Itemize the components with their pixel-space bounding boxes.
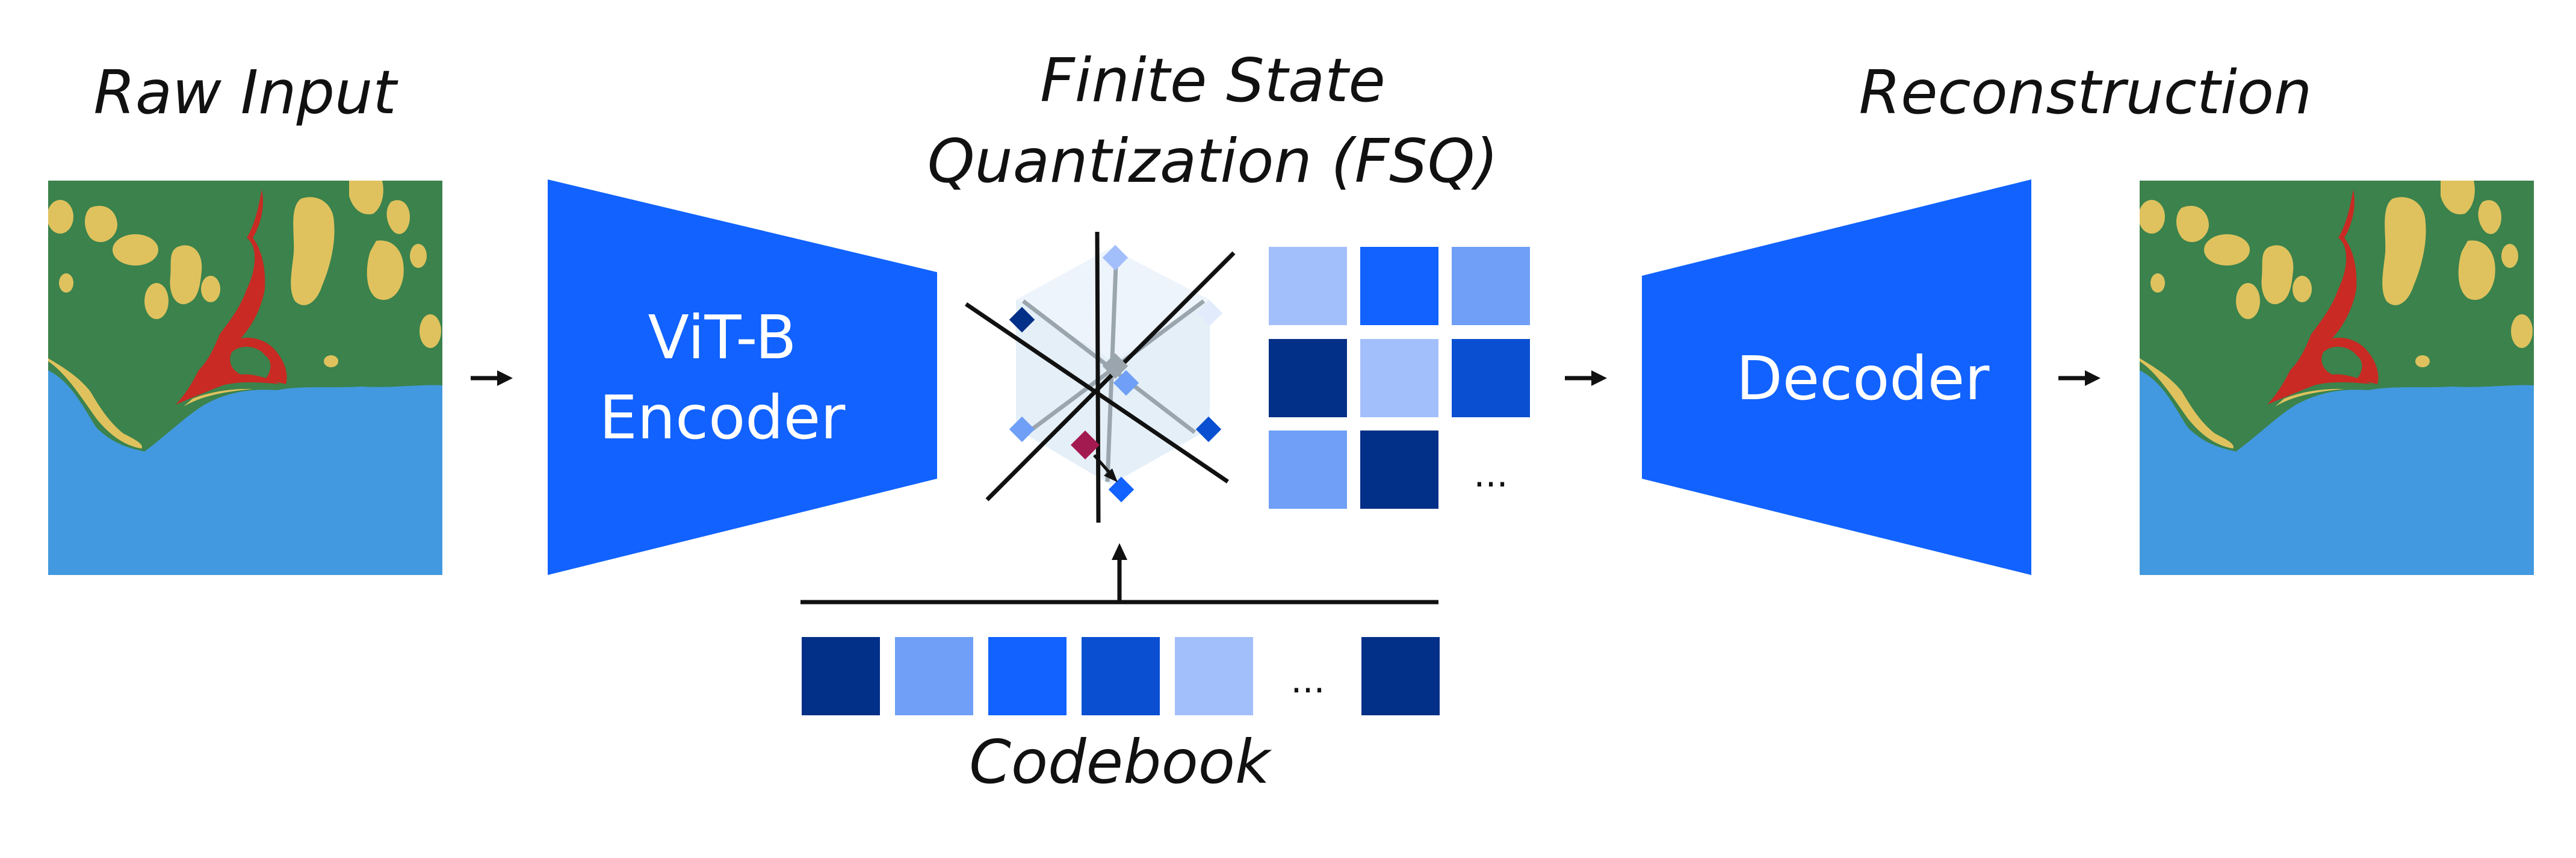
codebook-ellipsis: ... bbox=[1290, 659, 1325, 701]
fsq-axis-black-1 bbox=[1095, 231, 1101, 523]
fsq-quantization-diagram bbox=[965, 231, 1236, 523]
raw-input-title: Raw Input bbox=[93, 57, 398, 128]
raw-input-map bbox=[48, 181, 442, 575]
grid-cell-r2c3 bbox=[1452, 339, 1530, 417]
codebook-tokens: ... bbox=[802, 637, 1440, 715]
fsq-snap-arrow-shaft bbox=[1093, 454, 1112, 476]
fsq-code-point-1 bbox=[1102, 244, 1129, 271]
codebook-connector bbox=[800, 543, 1438, 605]
quantized-token-grid: ... bbox=[1269, 247, 1530, 509]
decoder-label: Decoder bbox=[1736, 343, 1990, 414]
codebook-token-4 bbox=[1082, 637, 1160, 715]
encoder-label-line2: Encoder bbox=[599, 382, 846, 453]
reconstruction-title: Reconstruction bbox=[1859, 57, 2312, 128]
grid-cell-r1c2 bbox=[1360, 247, 1438, 325]
codebook-token-1 bbox=[802, 637, 880, 715]
fsq-axis-black-3 bbox=[985, 251, 1236, 502]
grid-cell-r2c1 bbox=[1269, 339, 1347, 417]
codebook-token-3 bbox=[988, 637, 1067, 715]
fsq-code-point-4 bbox=[1102, 353, 1129, 379]
fsq-code-point-6 bbox=[1009, 416, 1035, 443]
flow-arrow-icon-1 bbox=[471, 370, 513, 386]
grid-cell-r1c3 bbox=[1452, 247, 1530, 325]
flow-arrow-icon-2 bbox=[1565, 370, 1607, 386]
codebook-token-last bbox=[1361, 637, 1440, 715]
grid-ellipsis: ... bbox=[1473, 453, 1508, 496]
fsq-code-point-7 bbox=[1195, 416, 1222, 443]
decoder-block bbox=[1642, 179, 2031, 575]
fsq-code-point-3 bbox=[1009, 306, 1035, 333]
reconstruction-map bbox=[2140, 181, 2534, 575]
codebook-title: Codebook bbox=[969, 727, 1272, 797]
up-arrow-icon bbox=[1112, 543, 1127, 560]
fsq-axis-black-2 bbox=[965, 302, 1229, 483]
fsq-code-point-5 bbox=[1113, 370, 1139, 396]
fsq-code-point-8 bbox=[1108, 476, 1135, 503]
grid-cell-r3c2 bbox=[1360, 431, 1438, 509]
fsq-code-point-2 bbox=[1197, 300, 1223, 326]
grid-cell-r2c2 bbox=[1360, 339, 1438, 417]
encoder-block bbox=[548, 179, 937, 575]
encoder-label-line1: ViT-B bbox=[648, 302, 796, 373]
fsq-snap-arrow-head bbox=[1104, 468, 1118, 482]
flow-arrow-icon-3 bbox=[2058, 370, 2101, 386]
fsq-title-line2: Quantization (FSQ) bbox=[927, 126, 1499, 196]
grid-cell-r1c1 bbox=[1269, 247, 1347, 325]
grid-cell-r3c1 bbox=[1269, 431, 1347, 509]
codebook-token-5 bbox=[1175, 637, 1253, 715]
codebook-token-2 bbox=[895, 637, 973, 715]
fsq-title-line1: Finite State bbox=[1040, 45, 1386, 116]
